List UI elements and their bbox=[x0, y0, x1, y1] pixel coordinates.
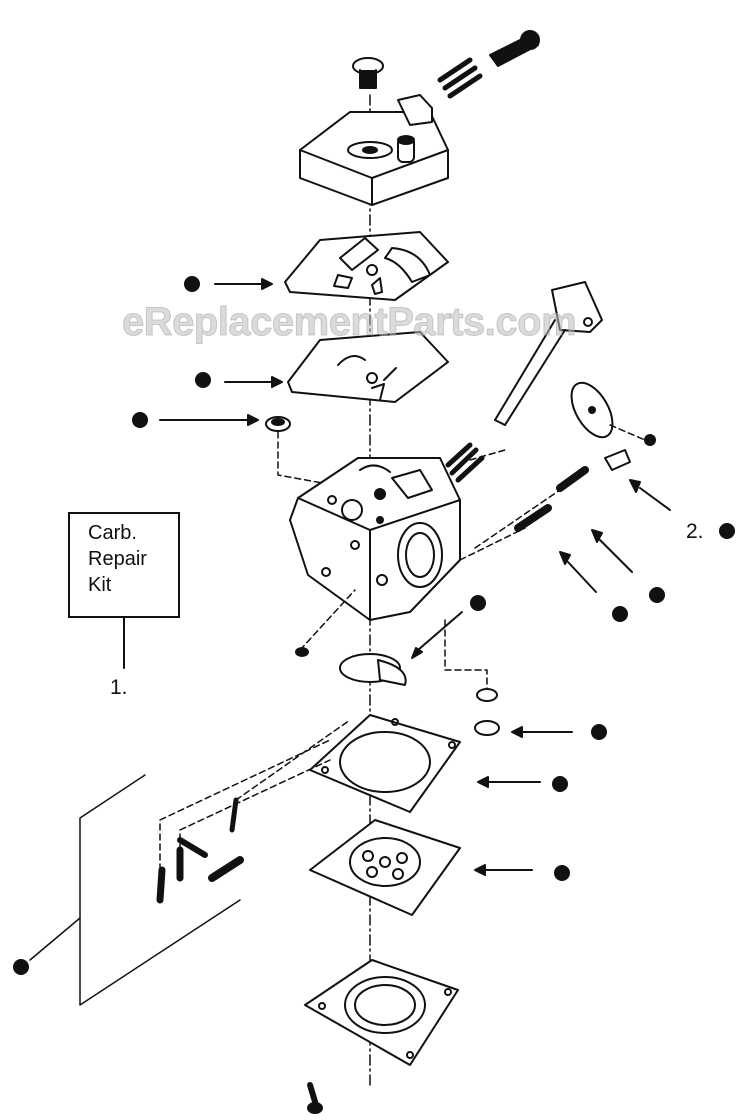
kit-dot bbox=[649, 587, 665, 603]
kit-dot bbox=[591, 724, 607, 740]
kit-dot bbox=[184, 276, 200, 292]
kit-dot bbox=[719, 523, 735, 539]
adjust-needles bbox=[459, 449, 631, 561]
throttle-shaft bbox=[494, 281, 656, 446]
metering-cover bbox=[304, 959, 459, 1066]
kit-dot bbox=[13, 959, 29, 975]
cover-screw bbox=[352, 57, 384, 89]
kit-bracket bbox=[29, 774, 241, 1006]
pump-diaphragm bbox=[287, 331, 449, 403]
kit-dot bbox=[470, 595, 486, 611]
kit-label-line: Repair bbox=[88, 548, 147, 570]
watermark-text: eReplacementParts.com bbox=[121, 300, 577, 345]
kit-dots bbox=[13, 276, 735, 975]
arrows bbox=[159, 278, 671, 876]
reference-number-1: 1. bbox=[110, 676, 128, 699]
carburetor-body bbox=[289, 457, 461, 621]
idle-needle-parts bbox=[156, 719, 351, 904]
kit-dot bbox=[612, 606, 628, 622]
pump-gasket bbox=[284, 231, 449, 301]
metering-diaphragm bbox=[309, 819, 461, 916]
kit-dot bbox=[554, 865, 570, 881]
kit-dot bbox=[195, 372, 211, 388]
pump-cover bbox=[299, 94, 449, 206]
carb-repair-kit-label: Carb. Repair Kit bbox=[68, 512, 180, 618]
throttle-spring bbox=[445, 442, 506, 483]
kit-label-line: Kit bbox=[88, 574, 112, 596]
kit-label-line: Carb. bbox=[88, 522, 137, 544]
metering-gasket bbox=[309, 714, 461, 813]
bottom-screw bbox=[307, 1082, 323, 1114]
kit-dot bbox=[132, 412, 148, 428]
reference-number-2: 2. bbox=[686, 520, 704, 543]
inlet-needle-spring bbox=[437, 30, 540, 99]
welch-plug-and-screen bbox=[295, 589, 500, 736]
kit-dot bbox=[552, 776, 568, 792]
